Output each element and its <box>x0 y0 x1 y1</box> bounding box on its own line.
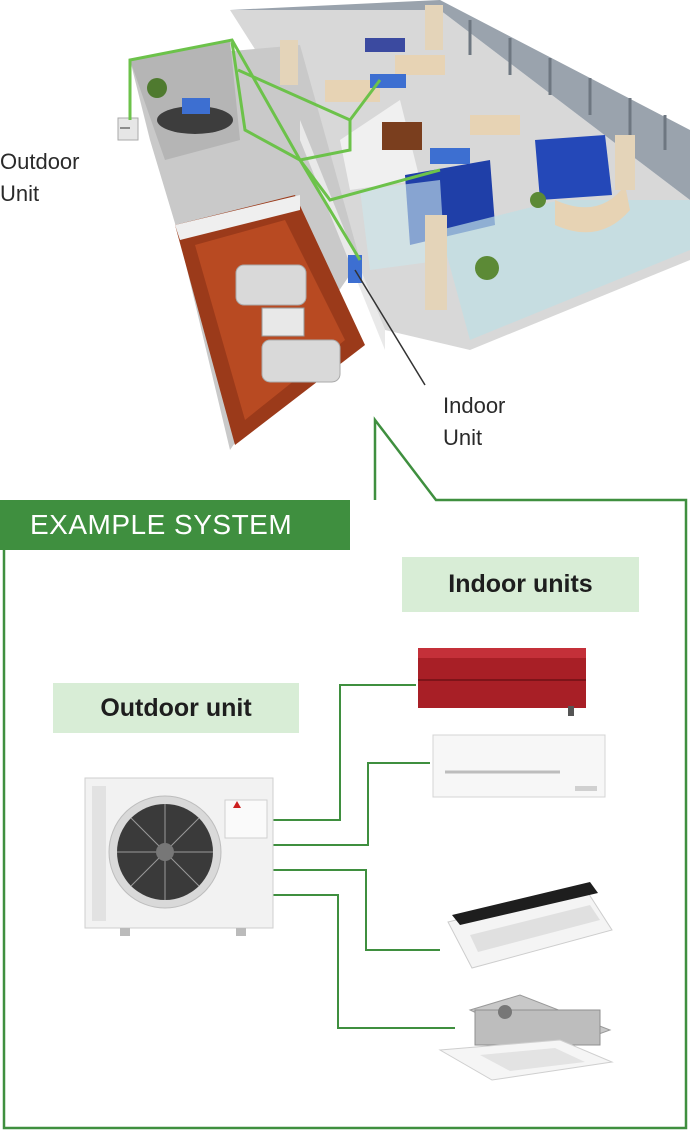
office-floorplan-illustration <box>117 0 690 450</box>
example-system-banner: EXAMPLE SYSTEM <box>0 500 350 550</box>
indoor-unit-callout: Indoor Unit <box>443 390 505 454</box>
outdoor-callout-line2: Unit <box>0 181 40 206</box>
outdoor-unit-label: Outdoor unit <box>53 683 299 733</box>
outdoor-callout-line1: Outdoor <box>0 149 80 174</box>
indoor-units-label: Indoor units <box>402 557 639 612</box>
indoor-callout-line1: Indoor <box>443 393 506 418</box>
outdoor-unit-callout: Outdoor Unit <box>0 146 80 210</box>
indoor-callout-line2: Unit <box>443 425 483 450</box>
